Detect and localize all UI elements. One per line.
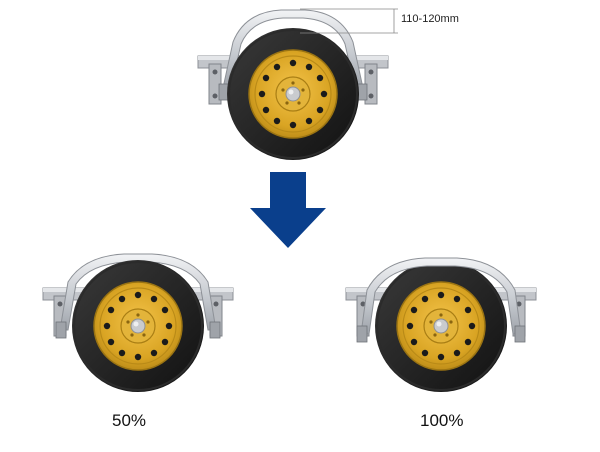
caption-100-percent: 100%	[420, 411, 464, 430]
down-arrow-icon	[250, 172, 326, 248]
top-wheel-assembly	[197, 9, 389, 161]
caption-50-percent: 50%	[112, 411, 147, 430]
wheel-assembly-50	[42, 253, 234, 393]
dimension-label: 110-120mm	[401, 13, 459, 25]
dimension-guide	[300, 8, 398, 34]
wheel-assembly-100	[345, 257, 537, 393]
